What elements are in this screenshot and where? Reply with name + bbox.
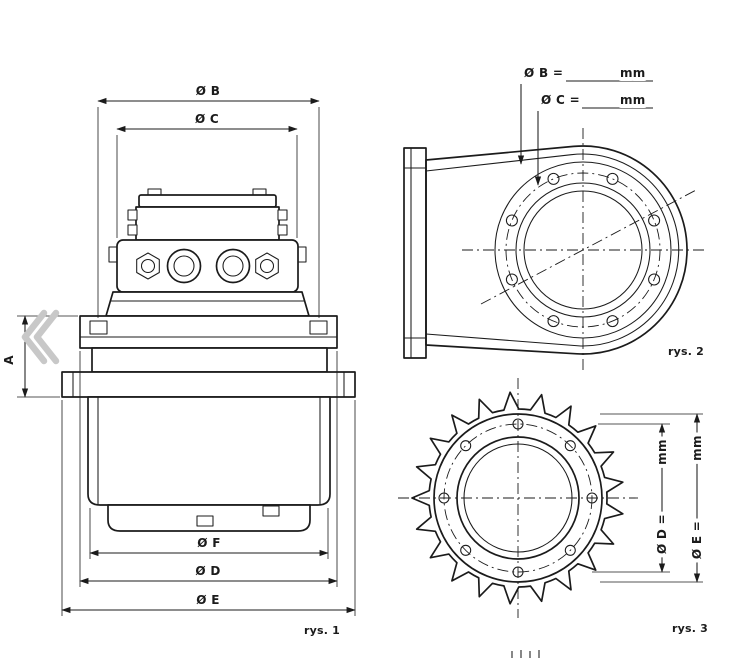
bolt-hole [564, 440, 576, 452]
housing-body [61, 291, 356, 532]
motor-connector-block [127, 188, 288, 241]
figure1-caption: rys. 1 [304, 624, 340, 637]
dim-e-label: Ø E [196, 593, 219, 607]
hex-plug-left [136, 252, 160, 280]
bolt-hole [505, 214, 518, 227]
bolt-hole [460, 440, 472, 452]
sprocket-outline [398, 378, 638, 618]
chevron-left-icon [21, 309, 48, 365]
bolt-hole [606, 315, 619, 328]
figure2-caption: rys. 2 [668, 345, 704, 358]
bolt-holes [505, 172, 661, 328]
dim-b-eq-label: Ø B = [524, 66, 563, 80]
dim-d-unit: mm [655, 439, 669, 465]
port-left [166, 248, 202, 284]
figure3-sprocket: mm Ø D = mm Ø E = rys. 3 [398, 378, 708, 635]
sprocket-teeth [411, 391, 624, 605]
dim-c-unit: mm [620, 93, 646, 107]
figure2-housing-side-view: Ø B = mm Ø C = mm rys. 2 [403, 62, 706, 372]
dim-d-label: Ø D [195, 564, 220, 578]
chevron-left-icon [33, 309, 60, 365]
figure1-final-drive-front-view: Ø B Ø C A Ø F Ø D Ø E [2, 84, 356, 637]
bolt-hole [505, 273, 518, 286]
dim-e-unit: mm [690, 435, 704, 461]
bolt-hole [648, 273, 661, 286]
port-right [215, 248, 251, 284]
bolt-hole [547, 172, 560, 185]
figure1-dimensions: Ø B Ø C A Ø F Ø D Ø E [2, 84, 356, 616]
bolt-hole [547, 315, 560, 328]
bolt-hole [460, 544, 472, 556]
prev-arrow-button[interactable] [21, 309, 60, 365]
hex-plug-right [255, 252, 279, 280]
cropped-content-fragment [511, 650, 540, 658]
figure2-dimensions: Ø B = mm Ø C = mm [517, 62, 653, 186]
housing-outline [403, 128, 706, 372]
dim-f-label: Ø F [197, 536, 220, 550]
bolt-hole [564, 544, 576, 556]
dim-c-label: Ø C [195, 112, 219, 126]
centerline-diagonal [480, 188, 699, 305]
figure3-dimensions: mm Ø D = mm Ø E = [592, 413, 708, 583]
valve-plate [108, 239, 307, 293]
figure3-caption: rys. 3 [672, 622, 708, 635]
dim-e-eq-label: Ø E = [690, 521, 704, 559]
dim-b-label: Ø B [196, 84, 220, 98]
dim-a-label: A [2, 355, 16, 365]
bolt-hole [606, 172, 619, 185]
dim-d-eq-label: Ø D = [655, 514, 669, 554]
dim-c-eq-label: Ø C = [541, 93, 580, 107]
dim-b-unit: mm [620, 66, 646, 80]
bolt-hole [648, 214, 661, 227]
